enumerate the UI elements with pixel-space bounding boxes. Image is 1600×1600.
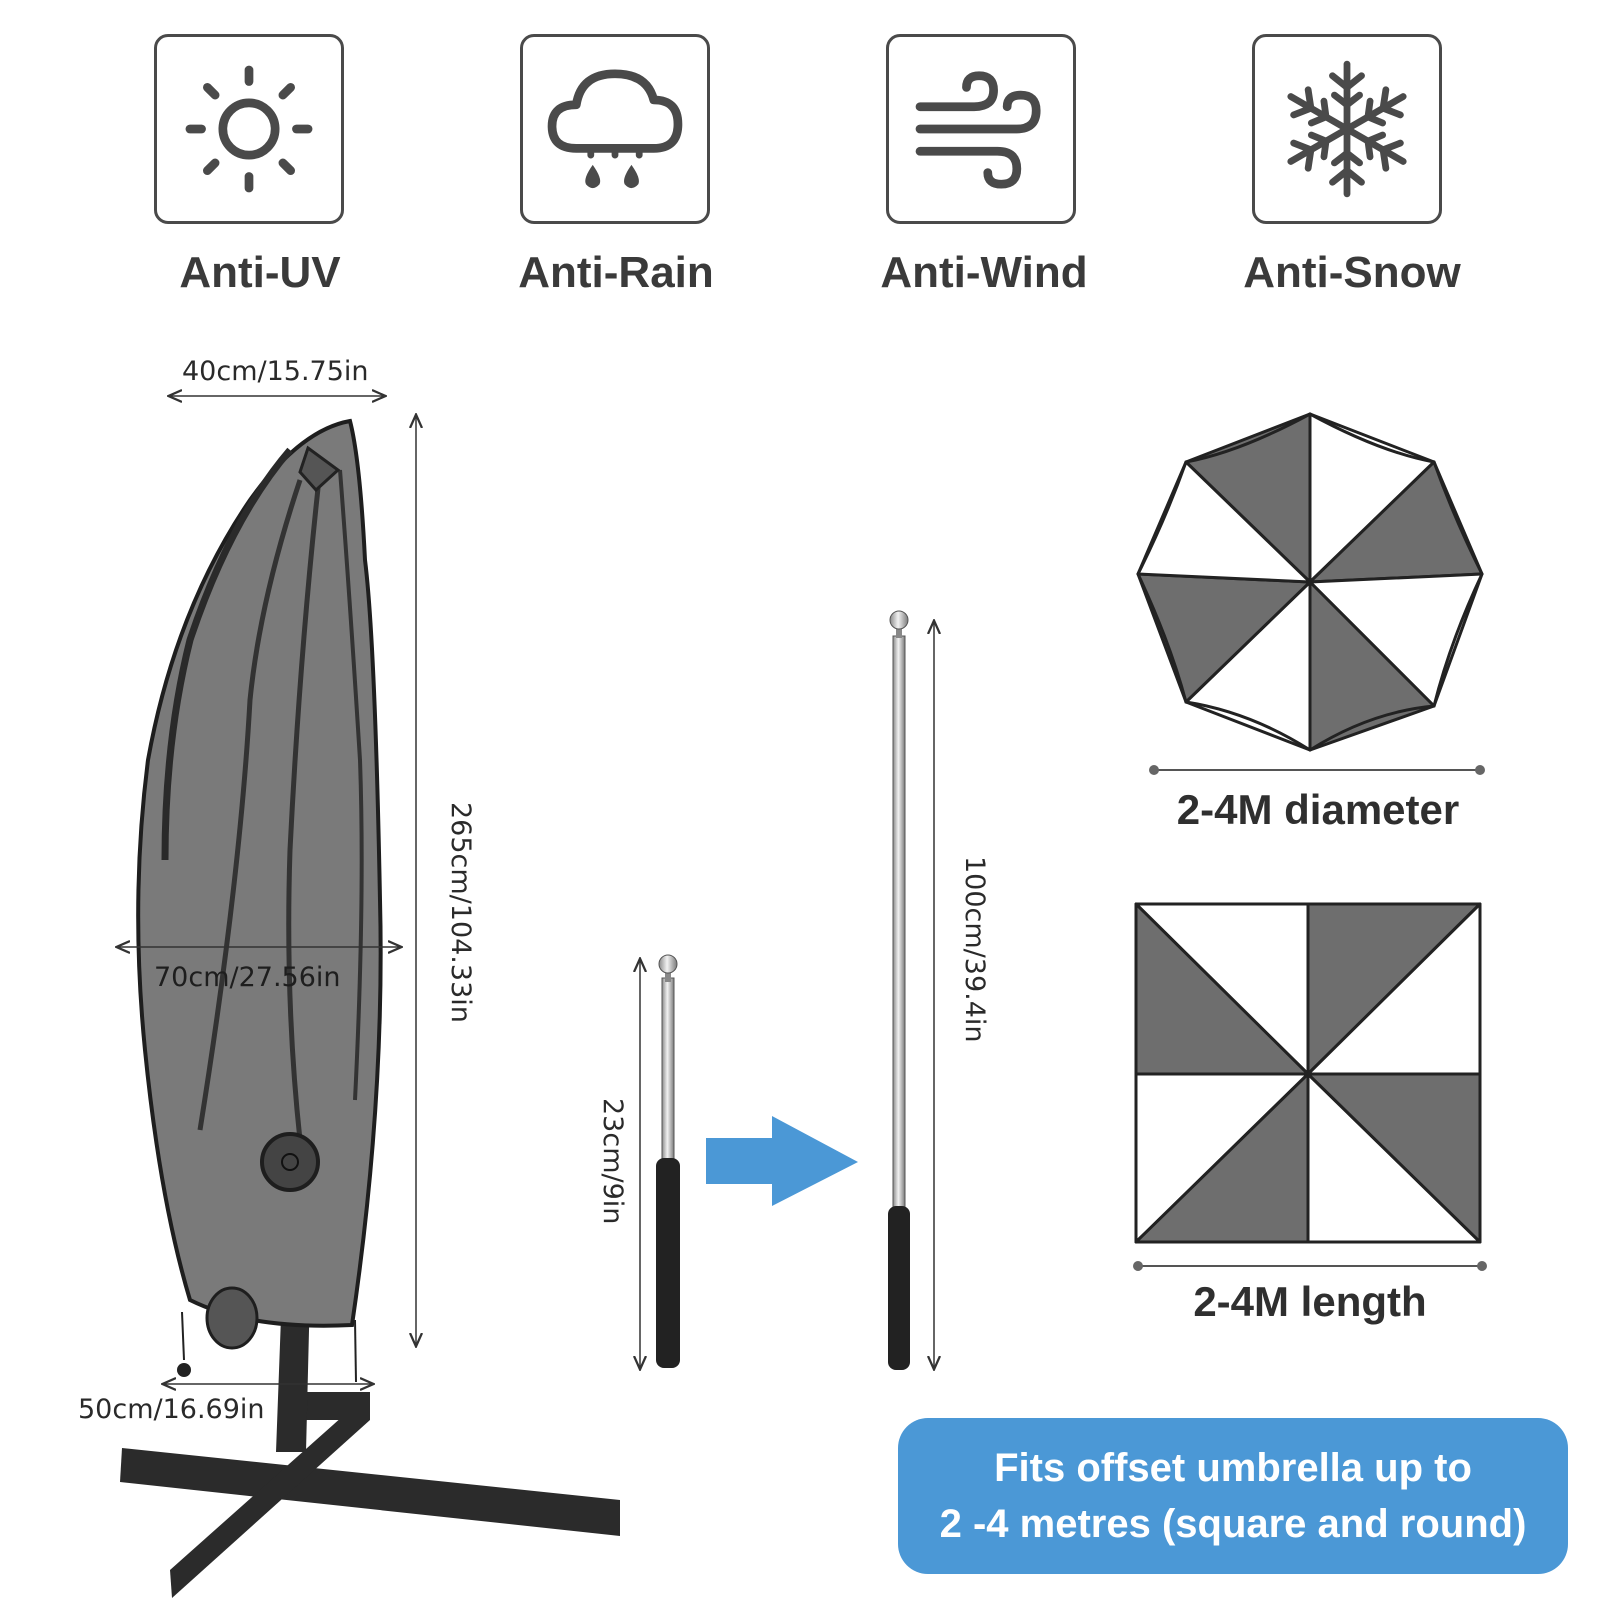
pole-collapsed xyxy=(656,954,680,1368)
fit-info-line-1: Fits offset umbrella up to xyxy=(994,1446,1472,1490)
feature-label-anti-wind: Anti-Wind xyxy=(880,248,1088,297)
wind-icon xyxy=(915,71,1041,189)
round-umbrella-caption: 2-4M diameter xyxy=(1176,786,1460,833)
expand-arrow-icon xyxy=(706,1116,858,1206)
feature-anti-wind xyxy=(886,34,1076,224)
pole-extended xyxy=(888,610,910,1370)
fit-info-line-2: 2 -4 metres (square and round) xyxy=(939,1502,1527,1546)
rain-cloud-icon xyxy=(547,69,683,189)
sun-icon xyxy=(185,65,313,193)
fit-info-box: Fits offset umbrella up to 2 -4 metres (… xyxy=(898,1418,1568,1574)
feature-anti-rain xyxy=(520,34,710,224)
feature-label-anti-snow: Anti-Snow xyxy=(1243,248,1461,297)
square-umbrella-caption: 2-4M length xyxy=(1193,1278,1427,1325)
bottom-width-label: 50cm/16.69in xyxy=(78,1394,265,1425)
umbrella-cover xyxy=(136,418,383,1383)
feature-label-anti-uv: Anti-UV xyxy=(179,248,341,297)
feature-anti-uv xyxy=(154,34,344,224)
feature-label-anti-rain: Anti-Rain xyxy=(518,248,714,297)
feature-anti-snow xyxy=(1252,34,1442,224)
collapsed-length-label: 23cm/9in xyxy=(597,1098,628,1225)
round-umbrella-top-view xyxy=(1136,412,1484,752)
square-umbrella-top-view xyxy=(1134,902,1482,1244)
snowflake-icon xyxy=(1287,60,1407,198)
middle-width-label: 70cm/27.56in xyxy=(154,962,341,993)
height-label: 265cm/104.33in xyxy=(445,802,476,1023)
top-width-label: 40cm/15.75in xyxy=(182,356,369,387)
extended-length-label: 100cm/39.4in xyxy=(959,856,990,1043)
